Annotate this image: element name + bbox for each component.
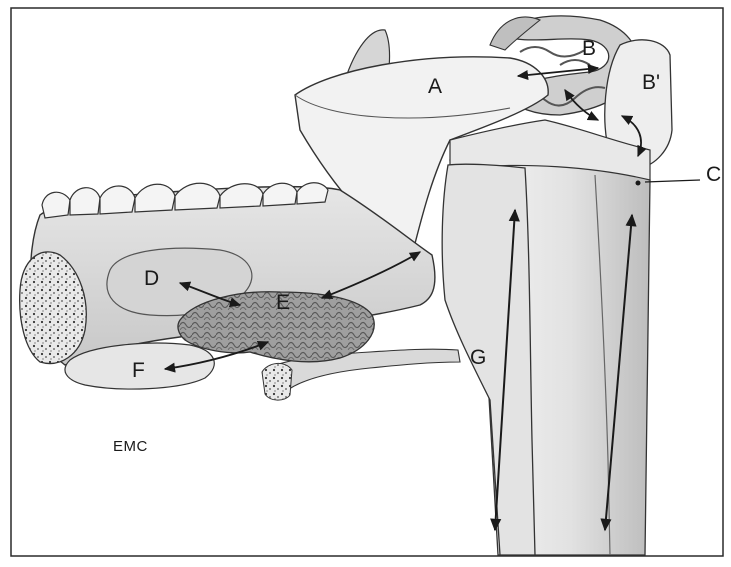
label-A: A	[428, 75, 442, 98]
label-G: G	[470, 346, 486, 369]
label-B-prime: B'	[642, 71, 660, 94]
label-E: E	[276, 291, 290, 314]
watermark-emc: EMC	[113, 438, 148, 455]
nerve-stub	[262, 363, 292, 400]
label-B: B	[582, 37, 596, 60]
label-F: F	[132, 359, 145, 382]
label-D: D	[144, 267, 159, 290]
label-C: C	[706, 163, 721, 186]
point-C-dot	[636, 181, 641, 186]
